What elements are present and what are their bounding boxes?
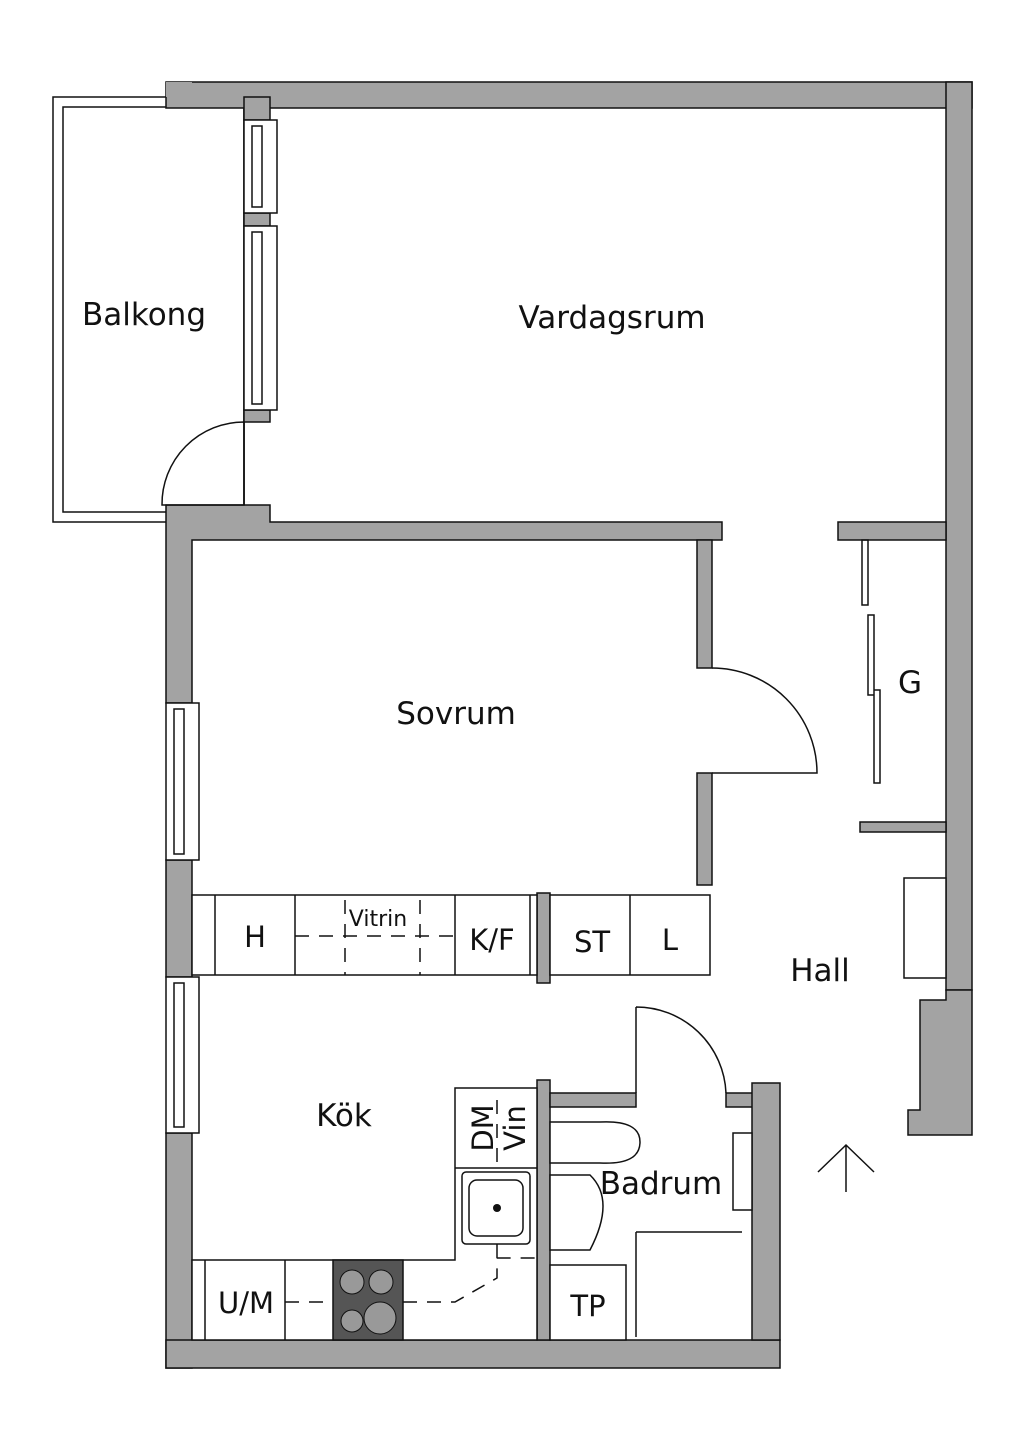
fixture-label-h: H xyxy=(244,920,266,954)
walls xyxy=(165,81,973,1369)
room-label-balcony: Balkong xyxy=(82,297,206,333)
fixture-label-st: ST xyxy=(574,925,610,959)
fixture-label-um: U/M xyxy=(218,1286,274,1320)
room-label-bathroom: Badrum xyxy=(600,1166,723,1202)
doors xyxy=(161,421,881,1094)
room-label-wardrobe: G xyxy=(898,665,922,701)
room-label-hall: Hall xyxy=(790,953,850,989)
room-label-kitchen: Kök xyxy=(316,1098,372,1134)
fixture-label-kf: K/F xyxy=(469,923,514,957)
balcony xyxy=(52,96,245,523)
bathroom-fixtures xyxy=(549,1121,753,1341)
cabinet-row xyxy=(191,877,947,979)
room-label-bedroom: Sovrum xyxy=(396,696,516,732)
windows xyxy=(165,119,278,1134)
fixture-label-dm: DM xyxy=(466,1104,500,1151)
kitchen-counter xyxy=(191,1087,538,1341)
fixture-label-tp: TP xyxy=(569,1289,605,1323)
fixture-label-l: L xyxy=(662,923,678,957)
fixture-label-vin: Vin xyxy=(498,1105,532,1151)
room-label-living-room: Vardagsrum xyxy=(518,300,705,336)
fixture-label-vitrin: Vitrin xyxy=(349,907,407,932)
entrance-arrow-icon xyxy=(817,1143,875,1192)
